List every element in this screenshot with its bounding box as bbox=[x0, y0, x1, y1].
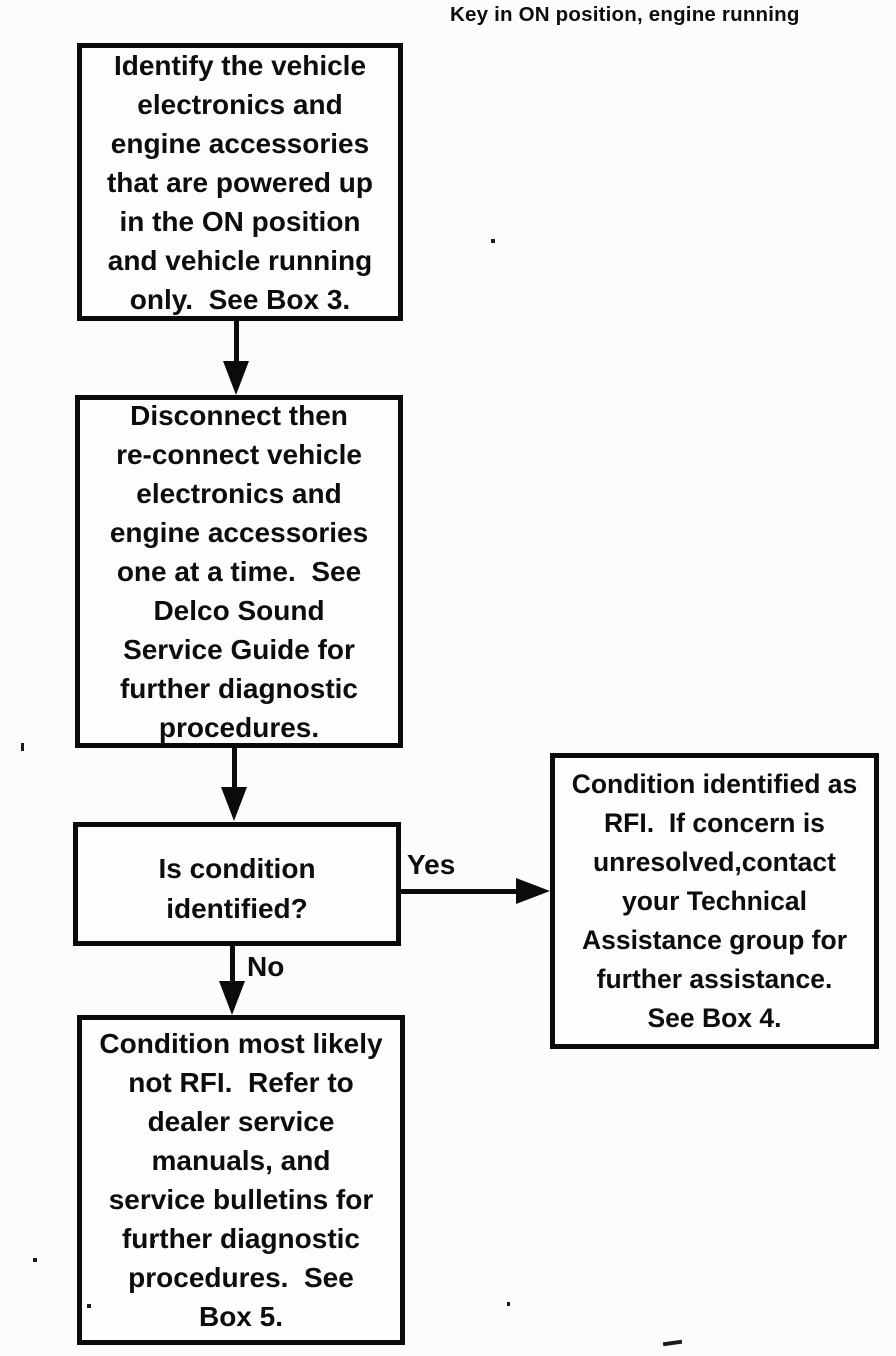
flowchart-box-condition-not-rfi: Condition most likely not RFI. Refer to … bbox=[77, 1015, 405, 1345]
scan-speck bbox=[507, 1302, 510, 1306]
arrowhead-down-icon bbox=[219, 981, 245, 1015]
arrowhead-down-icon bbox=[221, 787, 247, 821]
arrow-shaft bbox=[234, 319, 239, 365]
flowchart-box-condition-is-rfi: Condition identified as RFI. If concern … bbox=[550, 753, 879, 1049]
flowchart-box-decision-condition-identified: Is condition identified? bbox=[73, 822, 401, 946]
scan-speck bbox=[152, 1240, 155, 1243]
scan-speck bbox=[662, 1339, 683, 1347]
scan-speck bbox=[491, 239, 495, 243]
scan-speck bbox=[33, 1258, 37, 1262]
scan-speck bbox=[21, 743, 24, 751]
arrowhead-right-icon bbox=[516, 878, 550, 904]
scan-speck bbox=[87, 1304, 91, 1308]
flowchart-condition-label: Key in ON position, engine running bbox=[450, 3, 800, 26]
edge-label-no: No bbox=[247, 951, 285, 982]
arrow-shaft bbox=[230, 944, 235, 986]
arrowhead-down-icon bbox=[223, 361, 249, 395]
flowchart-box-identify-electronics: Identify the vehicle electronics and eng… bbox=[77, 43, 403, 321]
edge-label-yes: Yes bbox=[407, 849, 456, 880]
arrow-shaft bbox=[399, 889, 519, 894]
arrow-shaft bbox=[232, 746, 237, 791]
flowchart-box-disconnect-reconnect: Disconnect then re-connect vehicle elect… bbox=[75, 395, 403, 748]
